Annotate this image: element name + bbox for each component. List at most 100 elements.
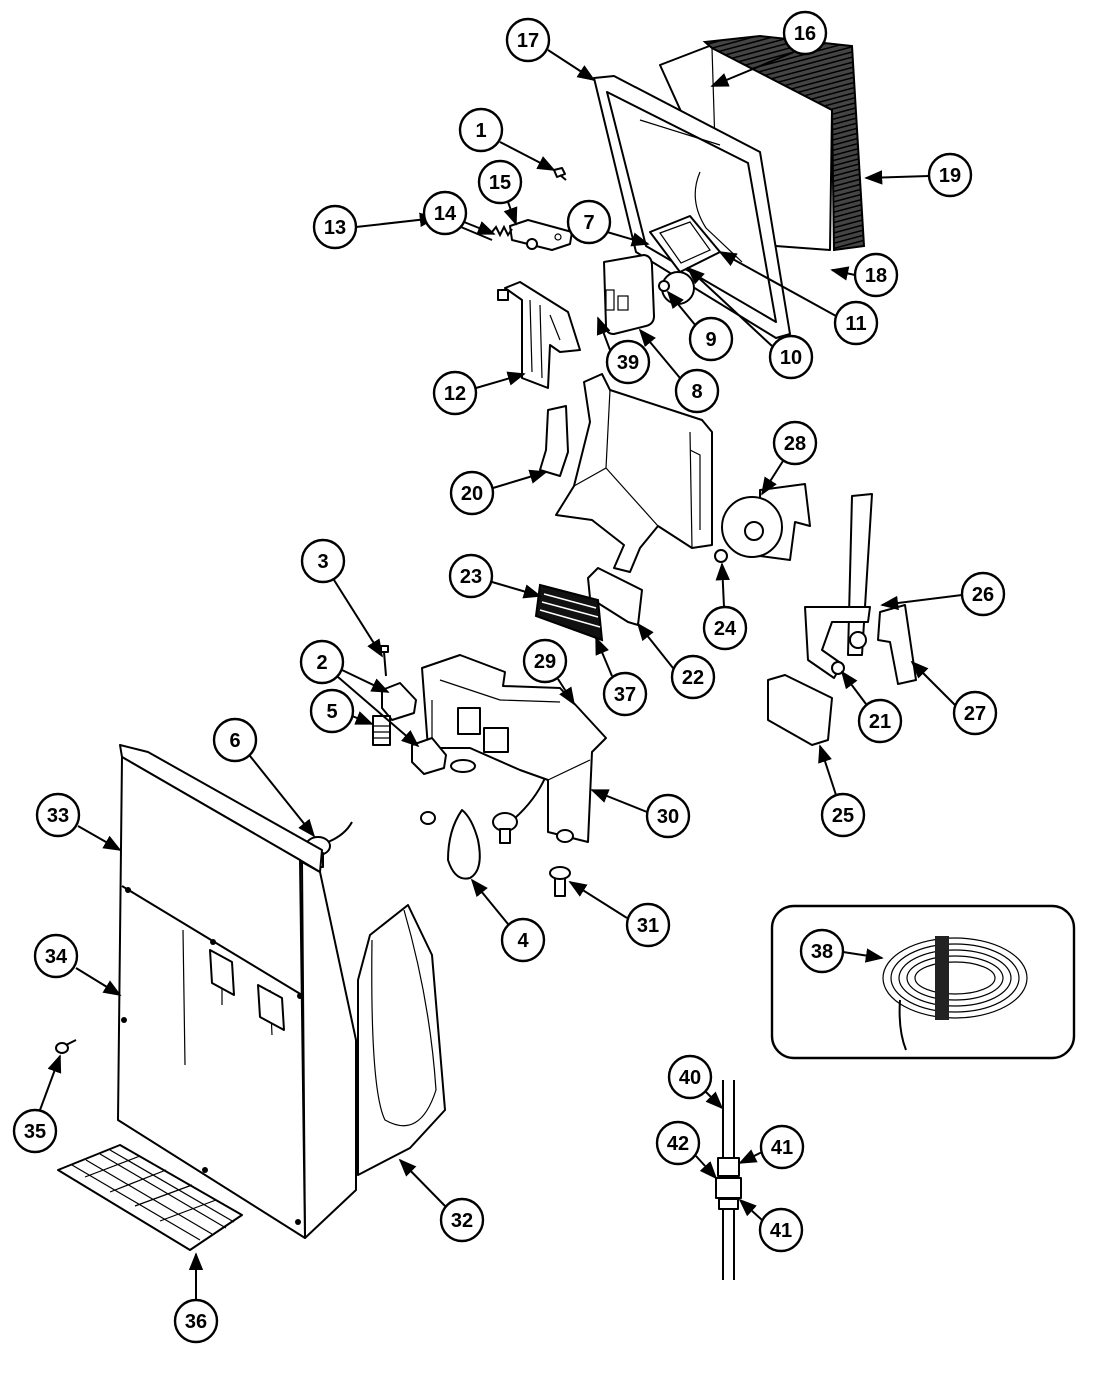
callout-number: 19 <box>939 165 961 187</box>
callout-33: 33 <box>35 792 81 838</box>
bracket-8-body <box>603 254 655 335</box>
callout-9: 9 <box>688 316 734 362</box>
part-inset-38 <box>770 904 1076 1060</box>
leader-42 <box>695 1155 718 1180</box>
leader-3 <box>333 579 383 658</box>
callout-5: 5 <box>309 688 355 734</box>
housing-30-boss-b <box>483 727 509 753</box>
part-lever-assembly <box>767 493 917 746</box>
callout-number: 42 <box>667 1133 689 1155</box>
callout-number: 22 <box>682 667 704 689</box>
leader-5 <box>351 711 374 725</box>
callout-circle <box>759 1124 805 1170</box>
insulation-panel-19 <box>702 34 866 252</box>
leader-16 <box>710 51 795 87</box>
callout-10: 10 <box>768 334 814 380</box>
callout-number: 40 <box>679 1067 701 1089</box>
part-washer <box>450 759 476 773</box>
callout-13: 13 <box>312 204 358 250</box>
callout-6: 6 <box>212 717 258 763</box>
callout-circle <box>33 933 79 979</box>
callout-15: 15 <box>477 159 523 205</box>
callout-41-upper: 41 <box>759 1124 805 1170</box>
callout-41-lower: 41 <box>758 1207 804 1253</box>
callout-circle <box>625 902 671 948</box>
grille-grid <box>71 1149 235 1241</box>
part-plate-12 <box>497 281 581 389</box>
bracket-8-slot-a <box>605 289 615 311</box>
callout-circle <box>927 152 973 198</box>
part-bracket-20 <box>539 405 569 477</box>
leader-32 <box>398 1158 446 1207</box>
callout-20: 20 <box>449 470 495 516</box>
screw-1-head <box>553 167 566 178</box>
coil-loop-4 <box>906 955 1004 1001</box>
part-paddle-25 <box>767 674 833 746</box>
pad-23-ribs <box>539 593 601 628</box>
callout-circle <box>645 793 691 839</box>
knob-6-wire <box>327 821 353 843</box>
callout-number: 11 <box>845 313 866 335</box>
leader-41b <box>738 1198 763 1221</box>
callout-number: 4 <box>517 930 529 952</box>
callout-number: 17 <box>517 30 539 52</box>
part-fitting-5 <box>372 715 391 746</box>
part-hub-9 <box>658 280 670 292</box>
leader-26 <box>880 594 963 611</box>
callout-number: 34 <box>45 946 68 968</box>
leader-7 <box>606 231 650 247</box>
callout-circle <box>655 1120 701 1166</box>
coil-loop-3 <box>898 949 1012 1007</box>
callout-number: 25 <box>832 805 854 827</box>
wire-harness-coil <box>882 936 1028 1051</box>
screw-35-shank <box>65 1039 77 1046</box>
panel-screw-c <box>297 993 303 999</box>
callout-number: 30 <box>657 806 679 828</box>
bracket-15-body <box>509 219 573 251</box>
lever-bar <box>847 493 873 656</box>
knob-right-wire <box>514 777 546 819</box>
callout-circle <box>853 252 899 298</box>
callout-31: 31 <box>625 902 671 948</box>
callout-19: 19 <box>927 152 973 198</box>
callout-number: 41 <box>771 1137 793 1159</box>
lever-l-bracket <box>804 606 871 679</box>
callout-circle <box>212 717 258 763</box>
callout-number: 38 <box>811 941 833 963</box>
leader-39 <box>596 316 611 351</box>
callout-circle <box>820 792 866 838</box>
leader-9 <box>666 290 697 327</box>
plate-12-tab <box>497 289 509 301</box>
inset-box <box>770 904 1076 1060</box>
callout-4: 4 <box>500 917 546 963</box>
plate-12-body <box>504 281 581 389</box>
callout-number: 13 <box>324 217 346 239</box>
callout-circle <box>35 792 81 838</box>
part-fitting-41-upper <box>717 1157 740 1177</box>
callout-27: 27 <box>952 690 998 736</box>
callout-number: 1 <box>475 120 486 142</box>
callout-number: 20 <box>461 483 483 505</box>
part-chute <box>555 373 713 573</box>
leader-20 <box>492 469 548 489</box>
callout-18: 18 <box>853 252 899 298</box>
leader-18 <box>830 266 856 281</box>
leader-30 <box>590 789 648 813</box>
callout-number: 27 <box>964 703 986 725</box>
callout-number: 37 <box>614 684 636 706</box>
callout-number: 29 <box>534 651 556 673</box>
callout-39: 39 <box>605 339 651 385</box>
leader-29 <box>557 678 575 706</box>
part-screw-3 <box>380 645 389 677</box>
panel-screw-d <box>121 1017 127 1023</box>
callout-23: 23 <box>448 553 494 599</box>
callout-1: 1 <box>458 107 504 153</box>
coil-tie <box>935 936 949 1020</box>
leader-12 <box>475 371 526 389</box>
panel-screw-e <box>202 1167 208 1173</box>
callout-circle <box>566 199 612 245</box>
callout-number: 12 <box>444 383 466 405</box>
callout-number: 26 <box>972 584 994 606</box>
screw-1-shank <box>559 174 567 181</box>
